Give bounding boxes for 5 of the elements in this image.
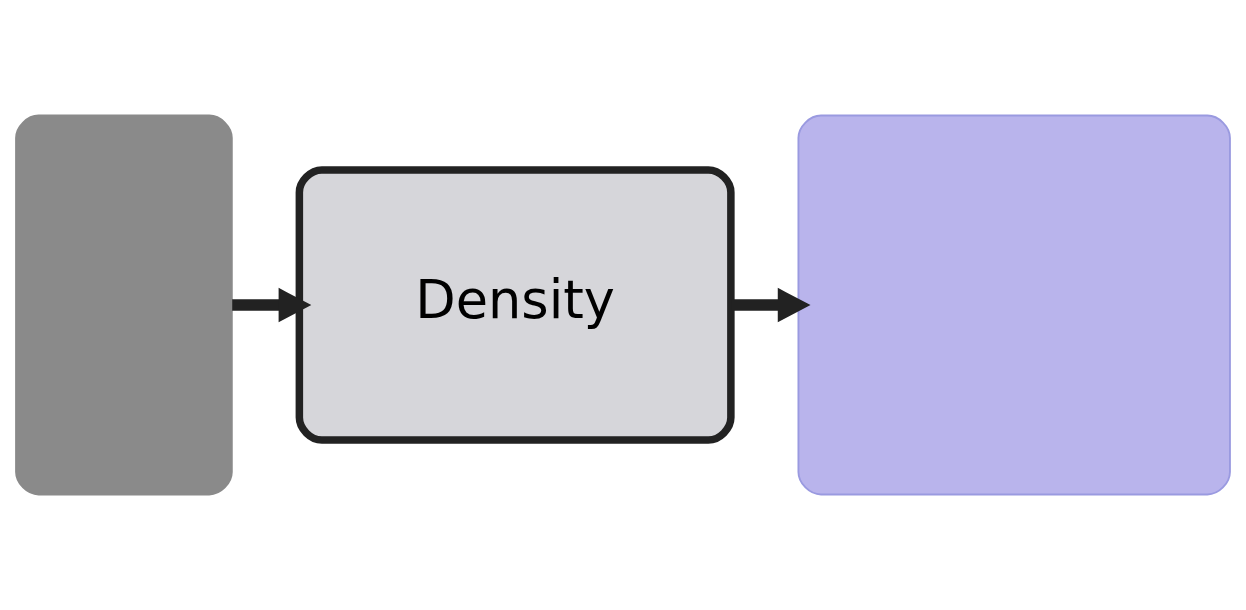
arrow [232, 287, 312, 323]
node-person [15, 114, 233, 496]
node-person [797, 114, 1231, 496]
node-box: Density [295, 166, 735, 444]
arrow [731, 287, 811, 323]
